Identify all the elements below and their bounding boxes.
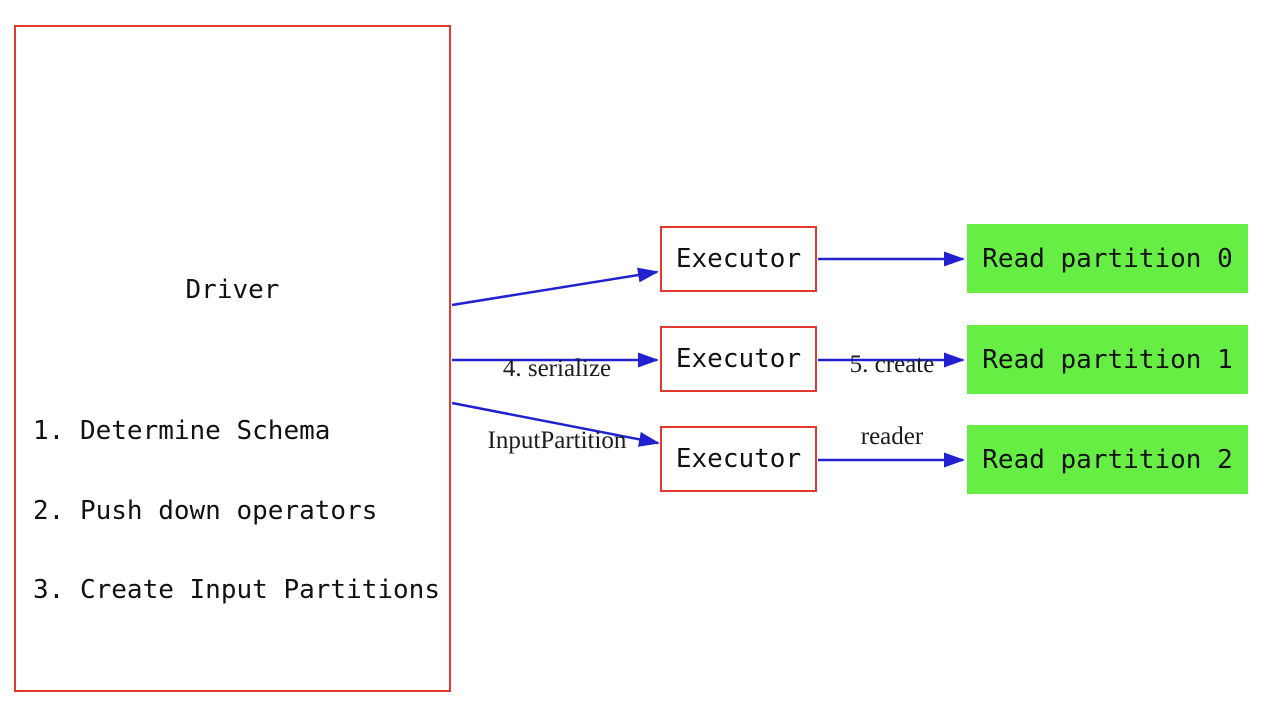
edge-label-create-reader-line2: reader — [860, 423, 924, 450]
driver-steps: 1. Determine Schema 2. Push down operato… — [33, 365, 440, 657]
arrow-driver-to-executor-1 — [451, 267, 659, 307]
executor-box-2: Executor — [660, 326, 817, 392]
edge-label-serialize-line2: InputPartition — [487, 427, 627, 454]
driver-box: Driver 1. Determine Schema 2. Push down … — [14, 25, 451, 692]
edge-label-create-reader-line1: 5. create — [849, 351, 935, 378]
edge-label-create-reader: 5. create reader — [792, 305, 992, 497]
read-partition-box-0: Read partition 0 — [967, 224, 1248, 293]
driver-step-2: 2. Push down operators — [33, 495, 378, 526]
read-partition-box-1: Read partition 1 — [967, 325, 1248, 394]
driver-title: Driver — [185, 275, 280, 305]
edge-label-serialize-inputpartition: 4. serialize InputPartition — [456, 309, 658, 501]
driver-step-1: 1. Determine Schema — [33, 416, 331, 446]
read-partition-box-2: Read partition 2 — [967, 425, 1248, 494]
executor-box-3: Executor — [660, 426, 817, 492]
arrow-driver-to-executor-3 — [451, 401, 660, 447]
driver-step-3: 3. Create Input Partitions — [33, 575, 440, 605]
edge-label-serialize-line1: 4. serialize — [502, 355, 612, 382]
executor-box-1: Executor — [660, 226, 817, 292]
